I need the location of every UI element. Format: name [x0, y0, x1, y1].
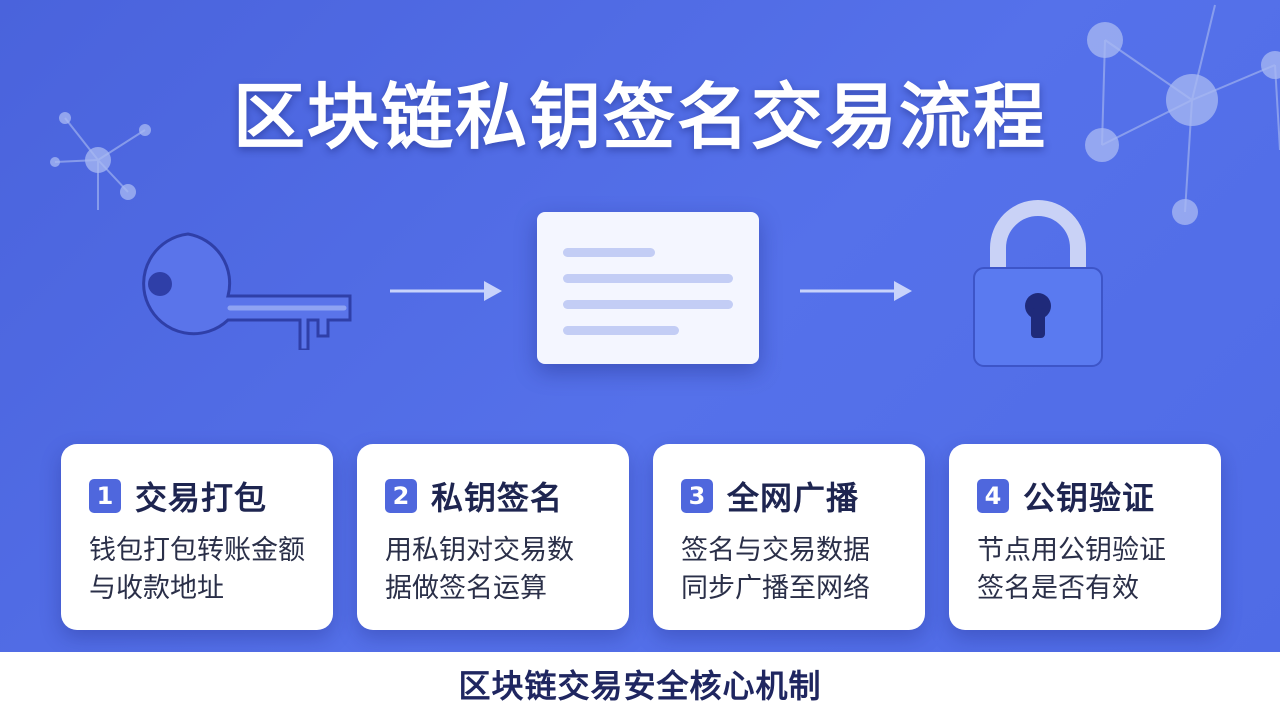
diagram-title: 区块链私钥签名交易流程 — [232, 75, 1047, 159]
network-graph-decoration — [50, 4, 1280, 225]
step-description: 钱包打包转账金额 与收款地址 — [89, 535, 305, 604]
step-title: 私钥签名 — [431, 479, 564, 517]
lock-icon — [973, 200, 1103, 367]
step-cards: 1 交易打包 钱包打包转账金额 与收款地址 2 私钥签名 用私钥对交易数 据做签… — [0, 444, 1280, 632]
arrow-right-icon — [390, 281, 502, 301]
step-number-badge: 4 — [977, 479, 1009, 513]
step-number-badge: 1 — [89, 479, 121, 513]
step-title: 公钥验证 — [1023, 479, 1156, 517]
process-icon-row — [0, 200, 1280, 380]
key-icon — [142, 232, 352, 350]
step-description: 签名与交易数据 同步广播至网络 — [681, 535, 870, 604]
step-card: 1 交易打包 钱包打包转账金额 与收款地址 — [61, 444, 333, 630]
step-description: 节点用公钥验证 签名是否有效 — [977, 535, 1166, 604]
step-number-badge: 2 — [385, 479, 417, 513]
step-title: 全网广播 — [727, 479, 860, 517]
step-card: 3 全网广播 签名与交易数据 同步广播至网络 — [653, 444, 925, 630]
step-card: 4 公钥验证 节点用公钥验证 签名是否有效 — [949, 444, 1221, 630]
step-number-badge: 3 — [681, 479, 713, 513]
hero-background: 区块链私钥签名交易流程 — [0, 0, 1280, 652]
arrow-right-icon — [800, 281, 912, 301]
step-description: 用私钥对交易数 据做签名运算 — [385, 535, 574, 604]
document-icon — [537, 212, 759, 364]
step-title: 交易打包 — [135, 479, 268, 517]
footer-caption: 区块链交易安全核心机制 — [0, 652, 1280, 720]
step-card: 2 私钥签名 用私钥对交易数 据做签名运算 — [357, 444, 629, 630]
